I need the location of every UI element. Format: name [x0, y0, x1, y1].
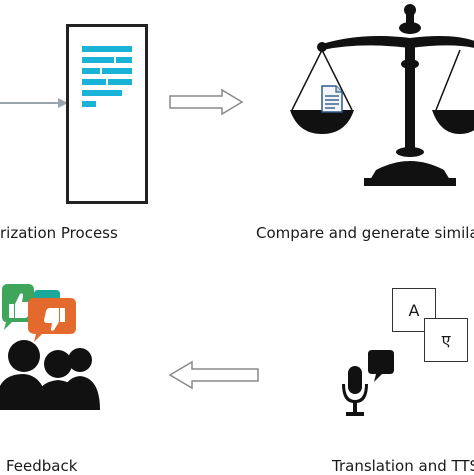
translation-card-hindi: ए [424, 318, 468, 362]
translation-label: Translation and TTS [332, 457, 474, 475]
feedback-label: Feedback [6, 457, 78, 475]
balance-scale-icon [290, 4, 474, 186]
compare-label: Compare and generate similari [256, 224, 474, 242]
hindi-letter: ए [441, 331, 451, 350]
summarization-label: rization Process [0, 224, 118, 242]
document-icon [66, 24, 148, 204]
thumbs-down-bubble-icon [28, 298, 76, 342]
microphone-icon [342, 366, 368, 416]
microphone-speech-icon [342, 350, 394, 416]
feedback-group-icon [0, 284, 100, 410]
flow-arrow-right [169, 88, 244, 116]
thumbs-up-bubble-icon [2, 284, 34, 330]
english-letter: A [408, 300, 420, 320]
input-arrow [0, 98, 68, 108]
document-on-pan-icon [321, 85, 343, 113]
speech-bubble-icon [368, 350, 394, 382]
flow-arrow-left [168, 360, 259, 390]
